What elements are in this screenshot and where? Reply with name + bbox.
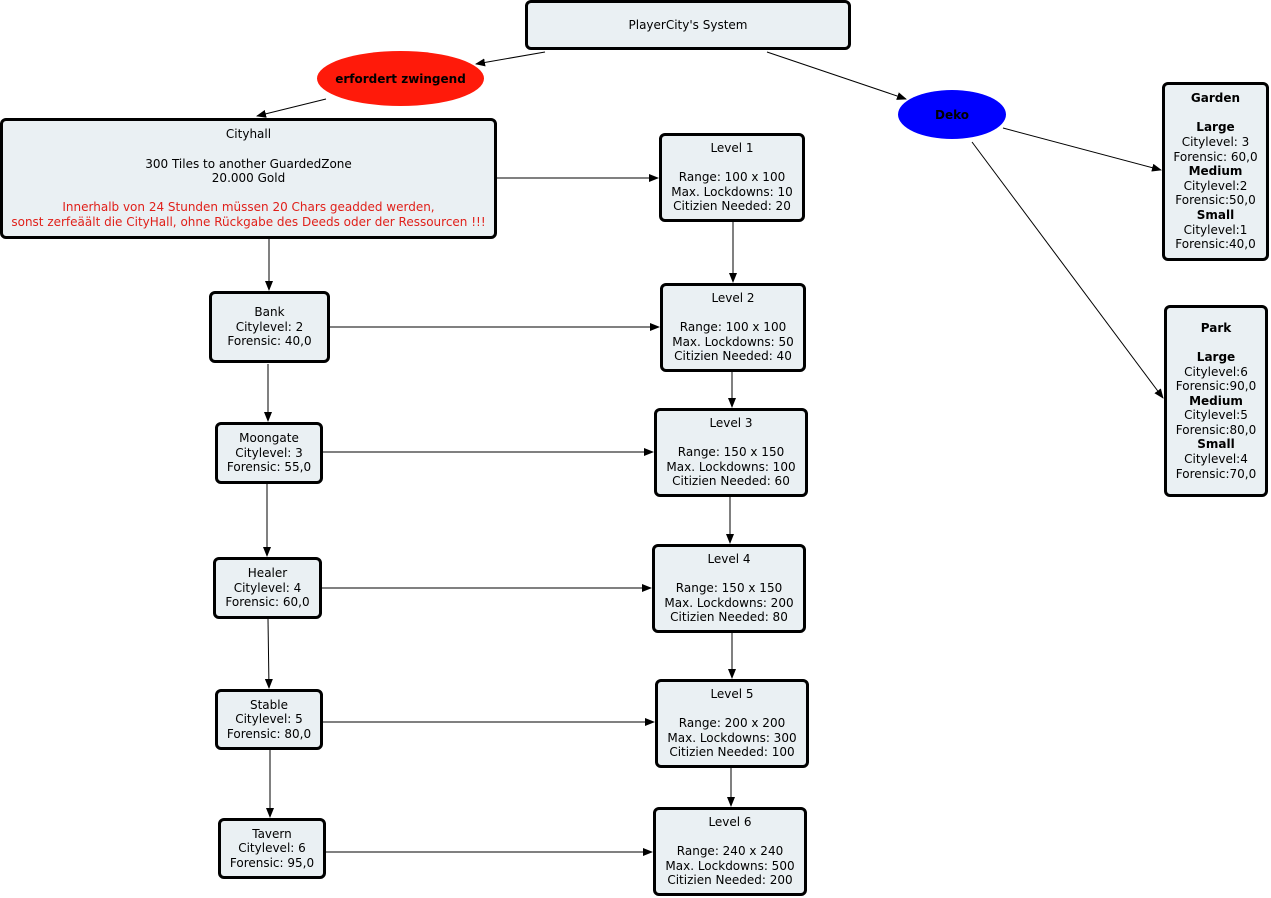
level-3-node: Level 3 Range: 150 x 150 Max. Lockdowns:… bbox=[654, 408, 808, 497]
park-large-level: Citylevel:6 bbox=[1184, 364, 1248, 379]
level-lockdowns: Max. Lockdowns: 200 bbox=[664, 595, 794, 610]
level-citizens: Citizien Needed: 100 bbox=[669, 745, 795, 760]
garden-large-forensic: Forensic: 60,0 bbox=[1173, 149, 1258, 164]
required-label: erfordert zwingend bbox=[335, 71, 466, 86]
garden-title: Garden bbox=[1190, 91, 1241, 106]
level-range: Range: 150 x 150 bbox=[677, 445, 785, 460]
cityhall-warning-1: Innerhalb von 24 Stunden müssen 20 Chars… bbox=[62, 200, 435, 215]
park-medium-label: Medium bbox=[1189, 393, 1243, 408]
garden-medium-forensic: Forensic:50,0 bbox=[1175, 193, 1256, 208]
building-citylevel: Citylevel: 2 bbox=[235, 319, 304, 334]
garden-node: Garden Large Citylevel: 3 Forensic: 60,0… bbox=[1162, 82, 1269, 261]
level-lockdowns: Max. Lockdowns: 500 bbox=[665, 858, 795, 873]
cityhall-node: Cityhall 300 Tiles to another GuardedZon… bbox=[0, 118, 497, 239]
level-range: Range: 100 x 100 bbox=[678, 170, 786, 185]
level-1-node: Level 1 Range: 100 x 100 Max. Lockdowns:… bbox=[659, 133, 805, 222]
level-lockdowns: Max. Lockdowns: 10 bbox=[671, 184, 793, 199]
cityhall-title: Cityhall bbox=[225, 127, 272, 142]
building-forensic: Forensic: 60,0 bbox=[225, 595, 310, 610]
level-citizens: Citizien Needed: 40 bbox=[674, 349, 792, 364]
building-citylevel: Citylevel: 4 bbox=[233, 580, 302, 595]
level-4-node: Level 4 Range: 150 x 150 Max. Lockdowns:… bbox=[652, 544, 806, 633]
edge-required-cityhall bbox=[256, 98, 327, 118]
garden-medium-label: Medium bbox=[1188, 164, 1243, 179]
park-small-level: Citylevel:4 bbox=[1184, 452, 1248, 467]
park-large-label: Large bbox=[1196, 349, 1236, 364]
garden-small-level: Citylevel:1 bbox=[1183, 222, 1248, 237]
garden-large-level: Citylevel: 3 bbox=[1181, 135, 1250, 150]
park-small-forensic: Forensic:70,0 bbox=[1175, 466, 1257, 481]
edge-root-required bbox=[475, 51, 546, 67]
park-title: Park bbox=[1200, 320, 1232, 335]
garden-medium-level: Citylevel:2 bbox=[1183, 178, 1248, 193]
cityhall-gold: 20.000 Gold bbox=[211, 171, 286, 186]
building-name: Moongate bbox=[239, 431, 299, 446]
edge-root-deko bbox=[766, 51, 907, 100]
park-large-forensic: Forensic:90,0 bbox=[1175, 379, 1257, 394]
level-citizens: Citizien Needed: 80 bbox=[670, 610, 788, 625]
level-2-node: Level 2 Range: 100 x 100 Max. Lockdowns:… bbox=[660, 283, 806, 372]
building-name: Tavern bbox=[252, 826, 292, 841]
park-node: Park Large Citylevel:6 Forensic:90,0 Med… bbox=[1164, 305, 1268, 497]
tavern-node: Tavern Citylevel: 6 Forensic: 95,0 bbox=[218, 818, 326, 879]
deko-ellipse: Deko bbox=[898, 90, 1006, 139]
level-range: Range: 200 x 200 bbox=[678, 716, 786, 731]
edge-deko-park bbox=[971, 141, 1164, 399]
edge-deko-garden bbox=[1002, 127, 1162, 172]
level-title: Level 4 bbox=[707, 552, 751, 567]
park-medium-level: Citylevel:5 bbox=[1184, 408, 1248, 423]
level-title: Level 1 bbox=[710, 141, 754, 156]
building-citylevel: Citylevel: 3 bbox=[235, 445, 303, 460]
level-lockdowns: Max. Lockdowns: 50 bbox=[672, 334, 794, 349]
level-title: Level 5 bbox=[710, 687, 754, 702]
garden-small-forensic: Forensic:40,0 bbox=[1175, 237, 1256, 252]
root-node: PlayerCity's System bbox=[525, 0, 851, 50]
building-forensic: Forensic: 80,0 bbox=[226, 726, 312, 741]
park-small-label: Small bbox=[1197, 437, 1235, 452]
garden-small-label: Small bbox=[1196, 207, 1235, 222]
cityhall-tiles: 300 Tiles to another GuardedZone bbox=[145, 156, 352, 171]
root-title: PlayerCity's System bbox=[628, 17, 748, 32]
level-range: Range: 240 x 240 bbox=[676, 844, 784, 859]
level-title: Level 3 bbox=[709, 416, 753, 431]
building-forensic: Forensic: 55,0 bbox=[226, 460, 312, 475]
building-name: Healer bbox=[247, 566, 288, 581]
level-6-node: Level 6 Range: 240 x 240 Max. Lockdowns:… bbox=[653, 807, 807, 896]
edge-healer-stable bbox=[264, 618, 273, 689]
level-range: Range: 150 x 150 bbox=[675, 581, 783, 596]
required-ellipse: erfordert zwingend bbox=[317, 51, 484, 106]
building-name: Bank bbox=[254, 305, 285, 320]
deko-label: Deko bbox=[934, 107, 969, 122]
level-title: Level 6 bbox=[708, 815, 752, 830]
level-5-node: Level 5 Range: 200 x 200 Max. Lockdowns:… bbox=[655, 679, 809, 768]
building-citylevel: Citylevel: 5 bbox=[235, 712, 303, 727]
building-citylevel: Citylevel: 6 bbox=[238, 841, 306, 856]
building-forensic: Forensic: 40,0 bbox=[227, 334, 312, 349]
moongate-node: Moongate Citylevel: 3 Forensic: 55,0 bbox=[215, 422, 323, 484]
level-range: Range: 100 x 100 bbox=[679, 320, 787, 335]
garden-large-label: Large bbox=[1196, 120, 1235, 135]
level-lockdowns: Max. Lockdowns: 100 bbox=[666, 459, 796, 474]
stable-node: Stable Citylevel: 5 Forensic: 80,0 bbox=[215, 689, 323, 750]
park-medium-forensic: Forensic:80,0 bbox=[1175, 422, 1257, 437]
healer-node: Healer Citylevel: 4 Forensic: 60,0 bbox=[213, 557, 322, 619]
cityhall-warning-2: sonst zerfeäält die CityHall, ohne Rückg… bbox=[11, 214, 486, 229]
level-title: Level 2 bbox=[711, 291, 755, 306]
level-lockdowns: Max. Lockdowns: 300 bbox=[667, 730, 797, 745]
building-forensic: Forensic: 95,0 bbox=[229, 855, 315, 870]
level-citizens: Citizien Needed: 200 bbox=[667, 873, 793, 888]
level-citizens: Citizien Needed: 60 bbox=[672, 474, 790, 489]
building-name: Stable bbox=[249, 697, 288, 712]
bank-node: Bank Citylevel: 2 Forensic: 40,0 bbox=[209, 291, 330, 363]
level-citizens: Citizien Needed: 20 bbox=[673, 199, 791, 214]
